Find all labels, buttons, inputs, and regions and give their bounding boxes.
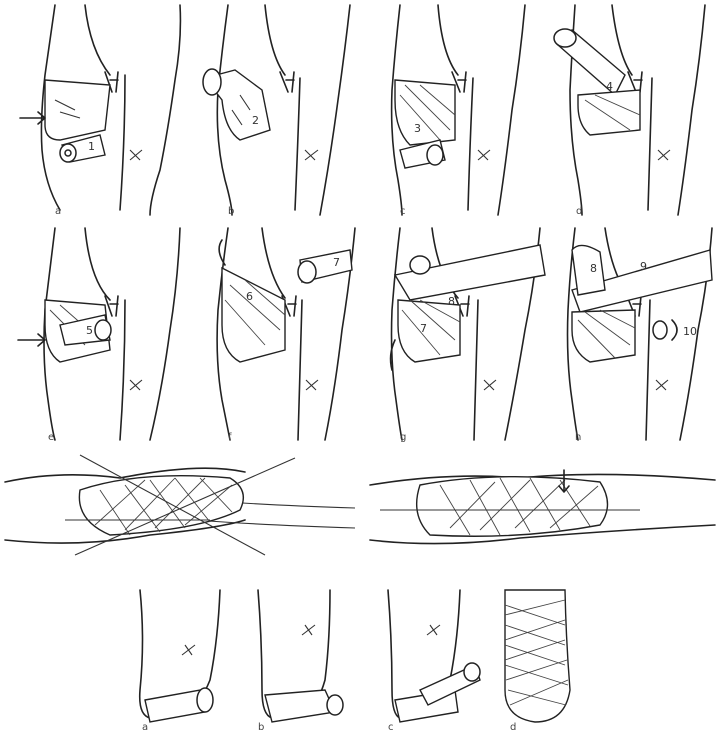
step-number-3: 3 [414,122,421,135]
foot-label-d: d [510,722,516,733]
panel-label-h: h [575,432,581,443]
panel-b-thigh-step-2: 2 b [203,5,350,217]
panel-label-b: b [228,206,234,217]
step-number-9: 9 [640,260,647,273]
panel-d-thigh-step-4: 4 d [554,5,705,217]
foot-panel-d: d [505,590,570,733]
panel-label-f: f [228,432,232,443]
foot-panel-b: b [258,590,343,733]
foot-label-b: b [258,722,264,733]
step-number-4: 4 [606,80,613,93]
step-number-7b: 7 [420,322,427,335]
step-number-8: 8 [448,295,455,308]
panel-g-thigh-step-7-8: 7 8 g [391,228,545,443]
step-number-5: 5 [86,324,93,337]
panel-a-thigh-step-1: 1 a [20,5,180,217]
step-number-8b: 8 [590,262,597,275]
spiral-bandage-limb-right [370,470,715,544]
panel-label-a: a [55,206,61,217]
step-number-7: 7 [333,256,340,269]
panel-label-e: e [48,432,54,443]
foot-panel-c: c [388,590,480,733]
step-number-2: 2 [252,114,259,127]
spiral-bandage-limb-left [5,455,355,555]
panel-e-thigh-step-5: 5 e [18,228,180,443]
foot-label-a: a [142,722,148,733]
panel-label-d: d [576,206,582,217]
panel-f-thigh-step-6-7: 6 7 f [217,228,355,443]
foot-panel-a: a [140,590,220,733]
step-number-6: 6 [246,290,253,303]
step-number-1: 1 [88,140,95,153]
foot-label-c: c [388,722,394,733]
panel-label-g: g [400,432,406,443]
step-number-10: 10 [683,325,697,338]
panel-label-c: c [400,206,406,217]
panel-c-thigh-step-3: 3 c [392,5,525,217]
panel-h-thigh-step-8-10: 8 9 10 h [568,228,713,443]
